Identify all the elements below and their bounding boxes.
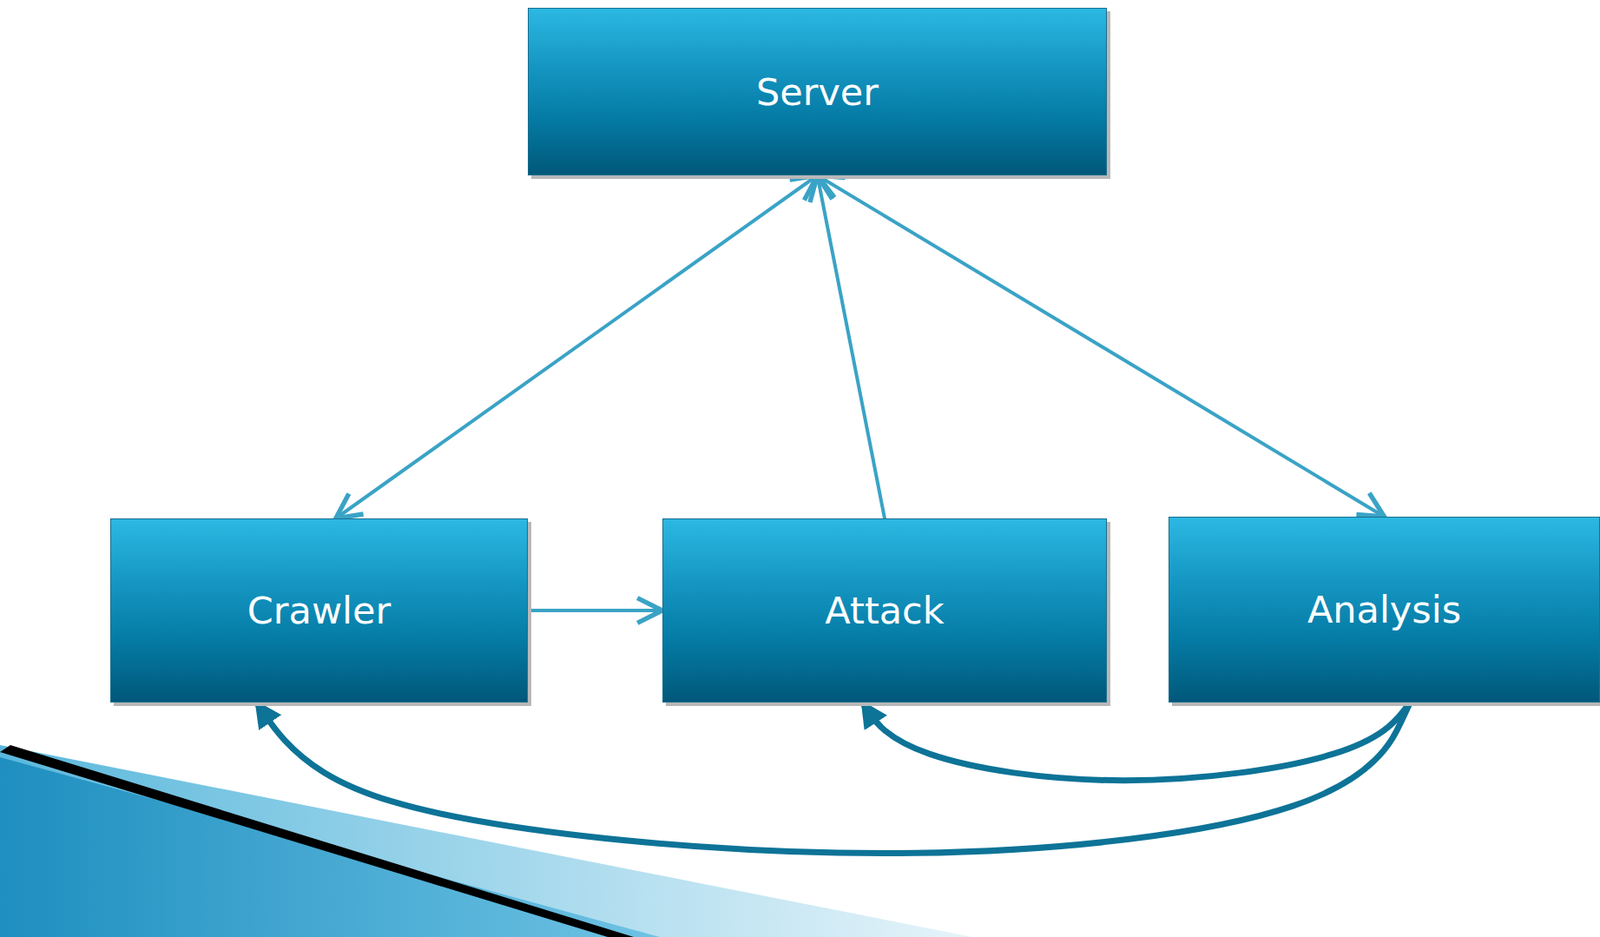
connector-arrow <box>335 175 818 519</box>
box-label: Attack <box>807 588 962 633</box>
box-label: Crawler <box>230 588 409 633</box>
connector-arrow <box>817 175 886 519</box>
connector-arrow <box>527 608 663 613</box>
swoosh-edge <box>0 744 634 937</box>
process-box: Analysis <box>1168 516 1600 703</box>
process-box: Server <box>527 7 1107 176</box>
feedback-arrow <box>862 702 1410 781</box>
box-label: Server <box>738 70 896 114</box>
feedback-arrow <box>256 702 1410 854</box>
process-box: Crawler <box>110 518 528 703</box>
box-label: Analysis <box>1290 587 1479 632</box>
connector-arrow <box>817 175 1385 517</box>
process-box: Attack <box>662 518 1107 703</box>
swoosh-light <box>0 744 973 937</box>
